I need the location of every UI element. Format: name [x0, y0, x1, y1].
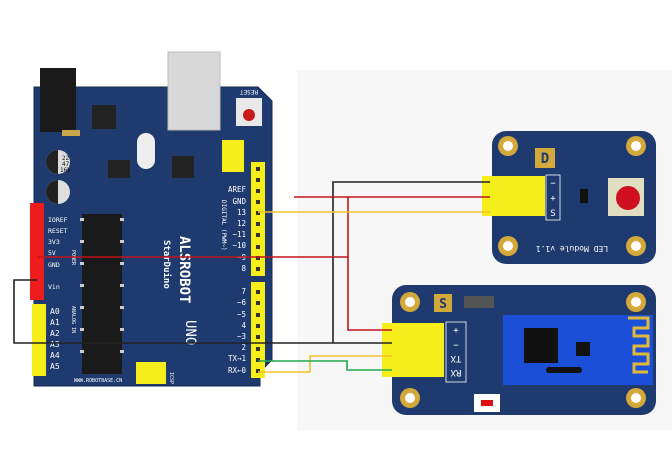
svg-text:TX→1: TX→1 — [228, 354, 246, 363]
svg-text:~3: ~3 — [237, 332, 246, 341]
model-label: StarDuino — [161, 240, 172, 289]
brand-label: ALSROBOT — [176, 236, 192, 303]
wire-gnd-led — [332, 181, 490, 343]
pin-reset: RESET — [48, 227, 68, 235]
bluetooth-module: S + − TX RX — [382, 285, 656, 415]
led-pin-vcc: + — [550, 194, 556, 204]
wire-rx — [258, 360, 392, 371]
digital-header-top — [251, 162, 265, 276]
svg-text:4: 4 — [241, 321, 246, 330]
reset-label: RESET — [240, 88, 258, 95]
atmega-chip — [82, 214, 122, 374]
pin-a3: A3 — [50, 340, 60, 349]
led-module: D − + S LED Module v1.1 — [482, 131, 656, 264]
svg-text:~6: ~6 — [237, 298, 247, 307]
bt-pin-tx: TX — [450, 353, 461, 363]
pin-a0: A0 — [50, 307, 60, 316]
pin-5v: 5V — [48, 249, 56, 257]
svg-text:7: 7 — [241, 287, 246, 296]
uno-label: UNO — [182, 320, 198, 345]
svg-text:13: 13 — [237, 208, 246, 217]
power-header — [30, 203, 44, 300]
svg-text:~10: ~10 — [232, 241, 246, 250]
led — [616, 186, 640, 210]
svg-text:12: 12 — [237, 219, 246, 228]
pin-vin: Vin — [48, 283, 60, 291]
svg-text:47: 47 — [62, 161, 70, 168]
bt-pin-gnd: − — [453, 341, 459, 351]
analog-title: ANALOG IN — [70, 306, 76, 333]
led-connector — [482, 176, 545, 216]
bt-pin-rx: RX — [450, 367, 461, 377]
power-title: POWER — [70, 250, 76, 266]
icsp-header-top — [222, 140, 244, 172]
led-pin-gnd: − — [550, 179, 556, 189]
svg-text:16V: 16V — [60, 167, 71, 174]
led-module-name: LED Module v1.1 — [536, 244, 608, 253]
digital-title: DIGITAL (PWM~) — [220, 200, 227, 251]
bt-connector — [382, 323, 444, 377]
pin-a5: A5 — [50, 362, 60, 371]
svg-text:GND: GND — [232, 197, 246, 206]
pin-ioref: IOREF — [48, 216, 68, 224]
website-label: WWW.ROBOTBASE.CN — [74, 378, 122, 384]
wires — [13, 181, 490, 373]
icsp-header — [136, 362, 166, 384]
power-jack — [40, 68, 76, 132]
wire-gnd-bt — [13, 279, 392, 344]
bt-pin-vcc: + — [453, 326, 459, 336]
status-led — [481, 400, 493, 406]
svg-text:ICSP: ICSP — [168, 372, 174, 384]
arduino-board: RESET 22 47 16V ICSP WWW.ROBOTBASE.CN AL… — [30, 51, 273, 387]
pin-a1: A1 — [50, 318, 60, 327]
wire-vcc-led — [294, 196, 490, 331]
wire-tx — [258, 355, 392, 373]
svg-text:AREF: AREF — [228, 185, 247, 194]
svg-text:8: 8 — [241, 264, 246, 273]
pin-a2: A2 — [50, 329, 60, 338]
svg-text:~11: ~11 — [232, 230, 246, 239]
led-module-letter: D — [541, 151, 549, 167]
pin-gnd: GND — [48, 261, 60, 269]
pin-3v3: 3V3 — [48, 238, 60, 246]
led-pin-signal: S — [550, 209, 555, 219]
digital-header-bottom — [251, 282, 265, 378]
svg-text:~5: ~5 — [237, 310, 246, 319]
analog-header — [32, 304, 46, 376]
svg-text:2: 2 — [241, 343, 246, 352]
pin-a4: A4 — [50, 351, 60, 360]
svg-text:22: 22 — [62, 155, 70, 162]
crystal — [137, 133, 155, 169]
svg-text:RX←0: RX←0 — [228, 366, 247, 375]
bt-module-letter: S — [439, 297, 447, 312]
usb-port — [167, 51, 221, 131]
capacitor: 22 47 16V — [46, 150, 71, 204]
